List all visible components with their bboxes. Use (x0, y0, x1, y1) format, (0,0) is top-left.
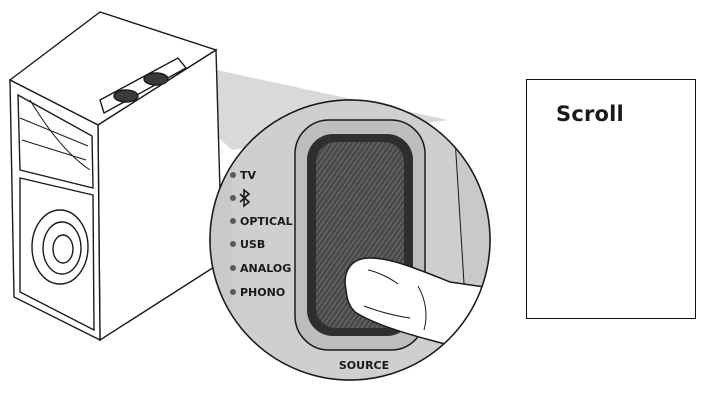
speaker-cabinet (8, 11, 223, 342)
top-knob-right (143, 72, 169, 86)
woofer-cone-inner (52, 234, 74, 264)
caption-box: Scroll (526, 79, 696, 319)
caption-text: Scroll (556, 102, 624, 126)
source-label-phono: PHONO (240, 286, 285, 299)
led-phono (230, 289, 236, 295)
source-label-tv: TV (240, 169, 257, 182)
led-usb (230, 241, 236, 247)
led-bluetooth (230, 195, 236, 201)
led-tv (230, 172, 236, 178)
top-knob-left (113, 89, 139, 103)
source-label-usb: USB (240, 238, 265, 251)
source-label-analog: ANALOG (240, 262, 291, 275)
source-label-optical: OPTICAL (240, 215, 293, 228)
zoom-circle (209, 99, 491, 381)
horn-upper (17, 93, 94, 189)
led-analog (230, 265, 236, 271)
source-knob-label: SOURCE (339, 359, 389, 372)
led-optical (230, 218, 236, 224)
bluetooth-icon (239, 188, 251, 208)
source-list: TV OPTICAL USB ANALOG PHONO (230, 169, 293, 299)
